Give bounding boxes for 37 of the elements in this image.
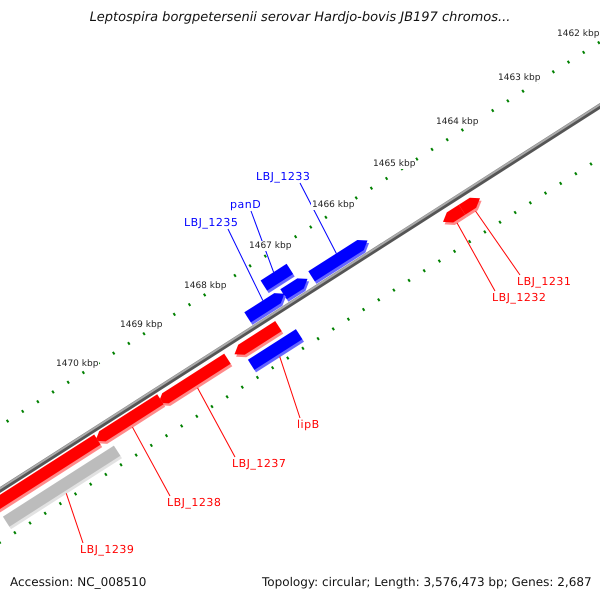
scale-label: 1463 kbp: [497, 73, 542, 83]
gene-label: LBJ_1233: [256, 170, 310, 183]
scale-label: 1470 kbp: [55, 359, 100, 369]
gene-bar: [308, 240, 370, 284]
title: Leptospira borgpetersenii serovar Hardjo-bovis JB197 chromos...: [88, 10, 512, 25]
gene-bar: [248, 329, 304, 372]
gene-bar: [280, 278, 310, 302]
leader-line: [279, 356, 300, 418]
gene-bar: [244, 293, 286, 325]
scale-label: 1464 kbp: [435, 117, 480, 127]
gene-label: LBJ_1232: [492, 291, 546, 304]
gene-bar: [443, 204, 467, 225]
leader-line: [456, 222, 496, 292]
leader-line: [300, 182, 337, 254]
gene-label: LBJ_1238: [167, 496, 222, 509]
gene-label: LBJ_1231: [517, 275, 572, 288]
leader-line: [475, 210, 520, 276]
leader-line: [132, 426, 170, 496]
leader-line: [228, 228, 264, 301]
leader-line: [197, 387, 236, 458]
footer-text: Accession: NC_008510: [10, 575, 146, 589]
leader-line: [66, 492, 84, 544]
scale-label: 1467 kbp: [248, 241, 292, 251]
scale-label: 1462 kbp: [556, 29, 600, 39]
gene-bar: [95, 394, 166, 444]
gene-label: LBJ_1239: [80, 543, 134, 556]
gene-label: lipB: [297, 418, 320, 431]
gene-label: LBJ_1237: [232, 457, 286, 470]
gene-label: panD: [230, 198, 262, 211]
footer-text: Topology: circular; Length: 3,576,473 bp; Genes: 2,687: [262, 575, 592, 589]
gene-bar: [2, 446, 122, 530]
scale-label: 1468 kbp: [183, 281, 228, 291]
scale-label: 1469 kbp: [119, 320, 164, 330]
gene-bar: [158, 354, 232, 406]
scale-label: 1465 kbp: [372, 159, 416, 169]
scale-label: 1466 kbp: [311, 200, 356, 210]
gene-label: LBJ_1235: [184, 216, 238, 229]
